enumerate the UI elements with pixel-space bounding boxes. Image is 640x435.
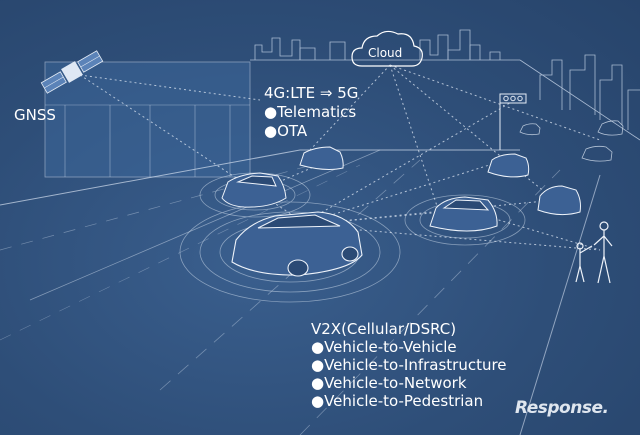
- car-far: [487, 153, 530, 178]
- car-right-mid: [537, 185, 581, 216]
- v2x-item-v2n: ●Vehicle-to-Network: [311, 374, 467, 392]
- cloud-icon: [351, 30, 423, 67]
- v2x-item-v2p: ●Vehicle-to-Pedestrian: [311, 392, 484, 410]
- city-skyline: [250, 29, 640, 141]
- v2x-item-v2v: ●Vehicle-to-Vehicle: [311, 338, 457, 356]
- v2x-block: V2X(Cellular/DSRC) ●Vehicle-to-Vehicle ●…: [311, 322, 507, 412]
- gnss-label: GNSS: [14, 106, 56, 124]
- car-left: [221, 172, 287, 208]
- car-main: [231, 211, 363, 277]
- v2x-title: V2X(Cellular/DSRC): [311, 320, 457, 338]
- car-right-front: [429, 196, 498, 232]
- pedestrian-icon: [575, 221, 613, 284]
- v2x-item-v2i: ●Vehicle-to-Infrastructure: [311, 356, 507, 374]
- network-item-telematics: ●Telematics: [264, 103, 357, 121]
- road: [0, 149, 601, 435]
- satellite-icon: [40, 50, 104, 94]
- cloud-label: Cloud: [368, 46, 403, 60]
- network-title: 4G:LTE ⇒ 5G: [264, 84, 359, 102]
- car-center: [299, 146, 344, 170]
- response-watermark: Response.: [515, 398, 609, 418]
- network-item-ota: ●OTA: [264, 122, 308, 140]
- car-distant: [519, 120, 624, 162]
- traffic-light-icon: [499, 93, 527, 150]
- network-block: 4G:LTE ⇒ 5G ●Telematics ●OTA: [264, 86, 358, 143]
